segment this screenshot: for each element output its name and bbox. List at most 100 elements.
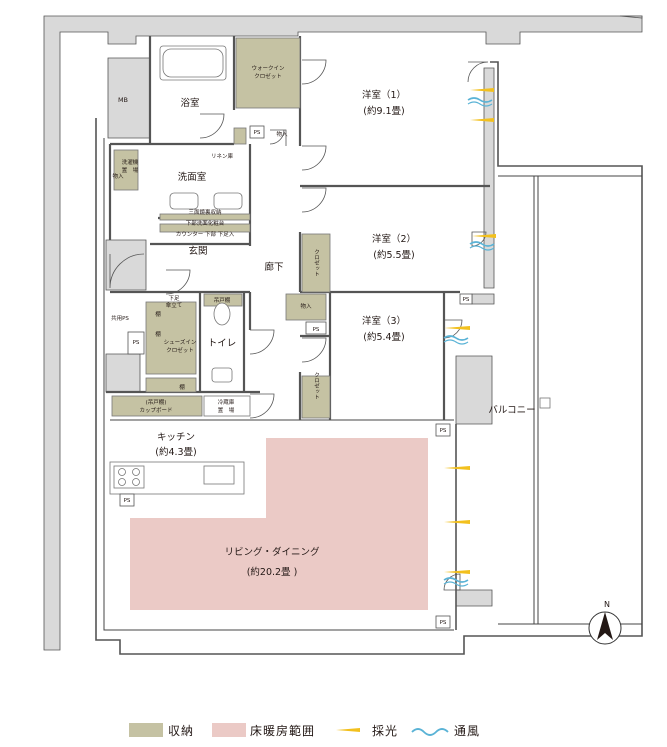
cupboard-label-1: (吊戸棚) bbox=[146, 398, 167, 406]
hanging-label: 吊戸棚 bbox=[214, 296, 231, 304]
wind-marker bbox=[443, 577, 469, 587]
room-western2-label: 洋室（2） bbox=[372, 233, 416, 245]
room-labels: 洋室（1） (約9.1畳) 洋室（2） (約5.5畳) 洋室（3） (約5.4畳… bbox=[155, 89, 535, 578]
washer-side-label: 物入 bbox=[112, 172, 124, 180]
legend-light-label: 採光 bbox=[372, 724, 398, 738]
ps-label: PS bbox=[124, 498, 131, 504]
exterior-walls bbox=[43, 15, 643, 651]
room-living-size: (約20.2畳 ) bbox=[247, 566, 298, 578]
walkin-label-2: クロゼット bbox=[254, 72, 282, 80]
ps-box bbox=[435, 423, 451, 437]
washer-area bbox=[113, 149, 139, 191]
light-marker bbox=[470, 118, 494, 122]
ps-box bbox=[435, 615, 451, 629]
ps-box bbox=[305, 321, 327, 335]
room-western2-size: (約5.5畳) bbox=[373, 249, 415, 261]
room-western1-size: (約9.1畳) bbox=[363, 105, 405, 117]
room-toilet-label: トイレ bbox=[208, 338, 237, 349]
room-balcony-label: バルコニー bbox=[488, 405, 535, 416]
small-labels: MB ウォークイン クロゼット リネン庫 洗濯機 置 場 物入 三面鏡裏収納 下… bbox=[111, 64, 470, 626]
light-marker bbox=[444, 570, 470, 574]
rack-label: 棚 bbox=[155, 330, 161, 338]
legend-wind-icon bbox=[411, 728, 449, 736]
walkin-label-1: ウォークイン bbox=[251, 64, 285, 72]
ps-box bbox=[459, 293, 473, 305]
ps-box bbox=[249, 125, 265, 139]
room-kitchen-label: キッチン bbox=[157, 432, 195, 443]
walkin-closet bbox=[235, 37, 301, 109]
under-sink-label: 下部洗面化粧台 bbox=[186, 219, 225, 227]
light-marker bbox=[472, 234, 496, 238]
room-washroom-label: 洗面室 bbox=[178, 171, 207, 183]
legend-storage-label: 収納 bbox=[168, 724, 194, 738]
doors bbox=[109, 59, 489, 591]
room-western1-label: 洋室（1） bbox=[362, 89, 406, 101]
storage-label: 物入 bbox=[276, 130, 288, 138]
room-bath-label: 浴室 bbox=[180, 97, 199, 109]
fixtures bbox=[109, 45, 251, 495]
fridge-label-1: 冷蔵庫 bbox=[218, 398, 235, 406]
ps-label: PS bbox=[463, 297, 470, 303]
shoes-in-closet bbox=[145, 301, 197, 375]
umbrella-label-2: 傘立て bbox=[166, 301, 183, 309]
room-western3-label: 洋室（3） bbox=[362, 315, 406, 327]
room-entrance-label: 玄関 bbox=[188, 245, 207, 257]
wind-marker bbox=[469, 241, 495, 251]
plan-outline bbox=[95, 61, 643, 655]
compass-north-label: N bbox=[604, 600, 610, 609]
closet-room3 bbox=[301, 375, 331, 419]
room-corridor-label: 廊下 bbox=[264, 261, 283, 273]
washer-label-2: 置 場 bbox=[122, 166, 139, 174]
ps-label: PS bbox=[133, 340, 140, 346]
room-living-label: リビング・ダイニング bbox=[224, 546, 320, 558]
washer-label-1: 洗濯機 bbox=[122, 158, 139, 166]
floor-heating-area bbox=[130, 438, 428, 610]
shared-ps-label: 共用PS bbox=[111, 314, 129, 322]
toilet-bowl bbox=[213, 302, 231, 326]
shoesin-label-2: クロゼット bbox=[166, 346, 194, 354]
light-marker bbox=[444, 466, 470, 470]
legend-light-icon bbox=[336, 728, 360, 732]
counter-label: カウンター 下部 下足入 bbox=[176, 230, 235, 238]
room-western3-size: (約5.4畳) bbox=[363, 331, 405, 343]
fridge-label-2: 置 場 bbox=[218, 406, 235, 414]
wind-marker bbox=[443, 335, 469, 345]
north-arrow-icon bbox=[597, 612, 613, 640]
rack-label: 棚 bbox=[179, 383, 185, 391]
balcony-post bbox=[539, 397, 551, 409]
linen-label: リネン庫 bbox=[211, 152, 234, 160]
wash-basin bbox=[169, 192, 199, 210]
legend-heating-label: 床暖房範囲 bbox=[250, 723, 315, 738]
compass: N bbox=[588, 600, 622, 645]
light-marker bbox=[444, 520, 470, 524]
ps-label: PS bbox=[254, 130, 261, 136]
legend-heating-swatch bbox=[212, 723, 246, 737]
mb-block bbox=[107, 57, 151, 139]
rack-label: 棚 bbox=[155, 310, 161, 318]
wind-marker bbox=[467, 97, 493, 107]
light-marker bbox=[444, 326, 470, 330]
ps-box bbox=[119, 493, 135, 507]
legend: 収納 床暖房範囲 採光 通風 bbox=[129, 723, 480, 738]
ps-label: PS bbox=[440, 428, 447, 434]
legend-storage-swatch bbox=[129, 723, 163, 737]
closet-room2 bbox=[301, 233, 331, 293]
mb-label: MB bbox=[118, 96, 128, 104]
cupboard bbox=[111, 395, 203, 417]
closet-room2-label: クロゼット bbox=[313, 249, 320, 277]
umbrella-label-1: 下足 bbox=[168, 295, 180, 302]
light-marker bbox=[470, 88, 494, 92]
room-kitchen-size: (約4.3畳) bbox=[155, 446, 197, 458]
storage-label: 物入 bbox=[300, 302, 312, 310]
cupboard-label-2: カップボード bbox=[139, 406, 172, 414]
ps-label: PS bbox=[440, 620, 447, 626]
ps-label: PS bbox=[313, 327, 320, 333]
mirror-label: 三面鏡裏収納 bbox=[188, 208, 222, 216]
storage-areas bbox=[111, 37, 331, 419]
ps-boxes bbox=[119, 125, 473, 629]
shoesin-label-1: シューズイン bbox=[164, 338, 197, 346]
counter-area bbox=[159, 223, 251, 233]
ps-box bbox=[127, 331, 145, 355]
legend-wind-label: 通風 bbox=[454, 724, 480, 738]
